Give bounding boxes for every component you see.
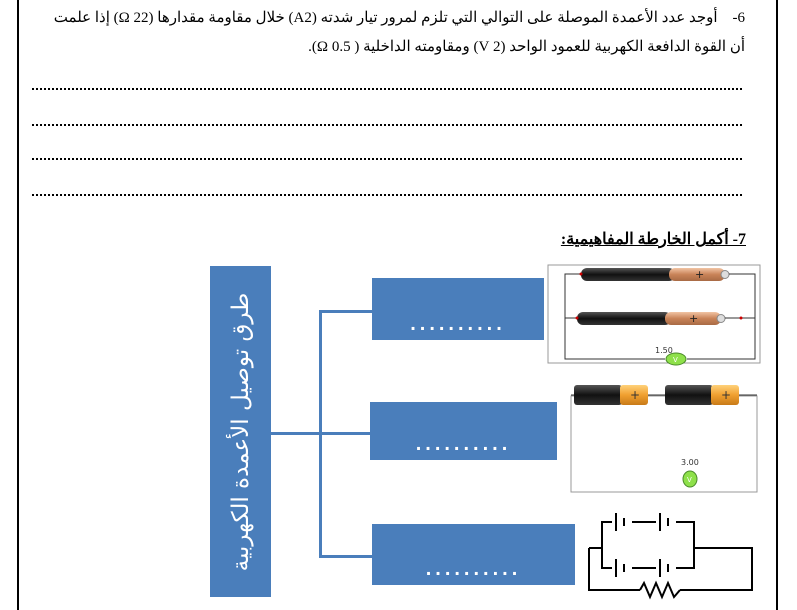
cell-2-plus: + <box>689 312 698 325</box>
parallel-voltmeter-symbol: V <box>673 356 678 364</box>
series-battery-circuit: + + 3.00 V <box>570 385 758 493</box>
blank-box-2-dots: .......... <box>415 433 512 455</box>
series-voltmeter: V <box>682 470 698 488</box>
series-diagram-frame <box>570 395 758 493</box>
battery-cell-2: + <box>577 312 726 325</box>
blank-box-1[interactable]: .......... <box>372 278 544 340</box>
page-border-right <box>776 0 778 610</box>
concept-map-main-box: طرق توصيل الأعمدة الكهربية <box>210 266 271 597</box>
mixed-schematic-circuit <box>588 513 753 600</box>
resistor-symbol <box>639 580 681 600</box>
question-7-title: 7- أكمل الخارطة المفاهيمية: <box>560 231 746 248</box>
answer-line-3[interactable] <box>32 158 742 160</box>
series-voltmeter-reading: 3.00 <box>681 458 699 467</box>
series-voltmeter-symbol: V <box>687 476 692 484</box>
connector-branch-1 <box>319 310 372 313</box>
connector-branch-3 <box>319 555 372 558</box>
parallel-voltmeter-reading: 1.50 <box>655 346 673 355</box>
blank-box-3[interactable]: .......... <box>372 524 575 585</box>
cell-1-plus: + <box>695 268 704 281</box>
connector-branch-2 <box>319 432 370 435</box>
question-6-text-2: أن القوة الدافعة الكهربية للعمود الواحد … <box>308 39 745 55</box>
series-cell-1-plus: + <box>630 388 640 402</box>
schematic-cells-top <box>612 513 676 531</box>
series-cell-1: + <box>574 385 648 405</box>
series-cell-2-plus: + <box>721 388 731 402</box>
answer-line-4[interactable] <box>32 194 742 196</box>
question-6: 6- أوجد عدد الأعمدة الموصلة على التوالي … <box>30 4 745 62</box>
battery-cell-1: + <box>581 268 730 281</box>
question-6-text-1: أوجد عدد الأعمدة الموصلة على التوالي الت… <box>53 10 718 26</box>
question-6-line-2: أن القوة الدافعة الكهربية للعمود الواحد … <box>30 33 745 62</box>
parallel-voltmeter: V <box>665 352 687 366</box>
concept-map-main-label: طرق توصيل الأعمدة الكهربية <box>227 292 254 571</box>
parallel-wires <box>564 273 756 360</box>
blank-box-2[interactable]: .......... <box>370 402 557 460</box>
blank-box-3-dots: .......... <box>425 558 522 580</box>
answer-line-1[interactable] <box>32 88 742 90</box>
answer-line-2[interactable] <box>32 124 742 126</box>
question-6-number: 6- <box>732 10 746 26</box>
blank-box-1-dots: .......... <box>410 313 506 335</box>
question-6-line-1: 6- أوجد عدد الأعمدة الموصلة على التوالي … <box>30 4 745 33</box>
series-cell-2: + <box>665 385 739 405</box>
parallel-battery-circuit: + + 1.50 V <box>547 264 761 366</box>
page-border-left <box>17 0 19 610</box>
connector-main <box>271 432 321 435</box>
schematic-wires <box>588 521 753 591</box>
schematic-cells-bottom <box>612 559 676 577</box>
